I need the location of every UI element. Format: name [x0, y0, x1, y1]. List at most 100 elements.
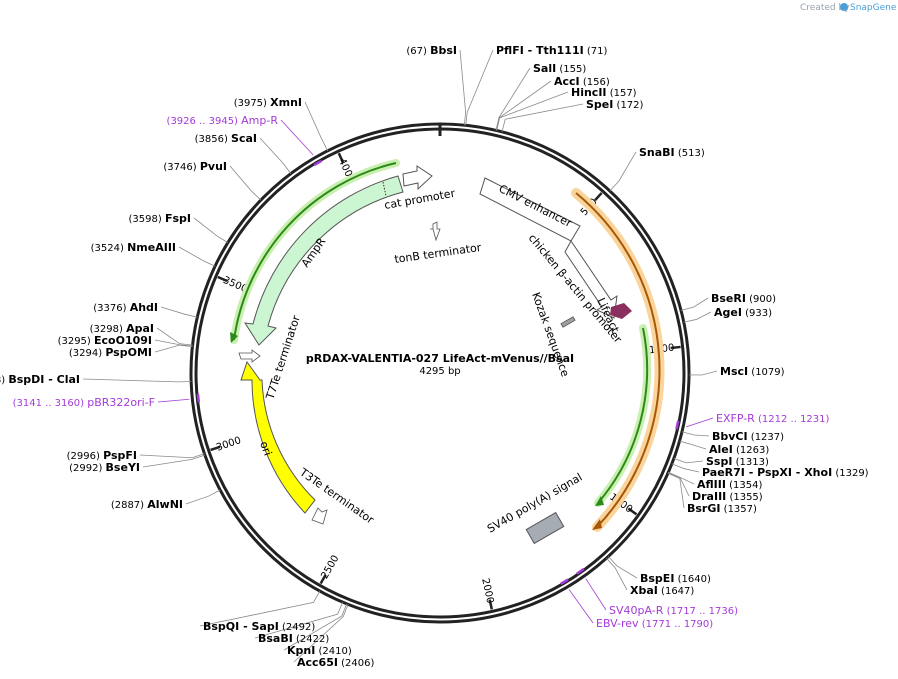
enzyme-leader — [304, 101, 329, 151]
enzyme-site[interactable]: (2992) BseYI — [69, 461, 140, 474]
primer-mark — [576, 567, 585, 575]
plasmid-name: pRDAX-VALENTIA-027 LifeAct-mVenus//BsaI — [306, 352, 574, 365]
primer-label: EBV-rev (1771 .. 1790) — [596, 617, 713, 630]
tick-mark — [670, 345, 681, 350]
primer-site[interactable]: SV40pA-R (1717 .. 1736) — [609, 604, 738, 617]
enzyme-label: BspQI - SapI (2492) — [203, 620, 315, 633]
enzyme-label: PflFI - Tth111I (71) — [496, 44, 608, 57]
enzyme-site[interactable]: (3294) PspOMI — [69, 346, 152, 359]
enzyme-label: (2996) PspFI — [67, 449, 137, 462]
credit-brand: SnapGene — [850, 3, 897, 13]
feature-chicken-beta-actin-promoter[interactable] — [564, 240, 618, 319]
enzyme-leader — [465, 49, 494, 126]
enzyme-site[interactable]: (3746) PvuI — [163, 160, 227, 173]
orf-ampr-arrowhead — [230, 332, 238, 343]
feature-sv40-polya[interactable] — [525, 511, 565, 545]
enzyme-site[interactable]: (2887) AlwNI — [111, 498, 183, 511]
feature-t7te-terminator[interactable] — [238, 349, 261, 363]
enzyme-site[interactable]: AleI (1263) — [709, 443, 769, 456]
enzyme-site[interactable]: SalI (155) — [533, 62, 586, 75]
enzyme-site[interactable]: SspI (1313) — [706, 455, 769, 468]
tick-mark — [210, 445, 221, 452]
enzyme-site[interactable]: PflFI - Tth111I (71) — [496, 44, 608, 57]
enzyme-label: BspEI (1640) — [640, 572, 711, 585]
enzyme-site[interactable]: (3524) NmeAIII — [91, 241, 176, 254]
enzyme-site[interactable]: BbvCI (1237) — [712, 430, 784, 443]
enzyme-site[interactable]: XbaI (1647) — [630, 584, 694, 597]
enzyme-label: (3294) PspOMI — [69, 346, 152, 359]
feature-t3te-terminator[interactable] — [311, 507, 328, 525]
enzyme-site[interactable]: KpnI (2410) — [287, 644, 352, 657]
enzyme-site[interactable]: MscI (1079) — [720, 365, 785, 378]
enzyme-site[interactable]: DraIII (1355) — [692, 490, 763, 503]
enzyme-label: (3524) NmeAIII — [91, 241, 176, 254]
enzyme-site[interactable]: HincII (157) — [571, 86, 637, 99]
enzyme-leader — [459, 49, 467, 126]
enzyme-site[interactable]: (3975) XmnI — [234, 96, 302, 109]
feature-ori[interactable] — [240, 360, 316, 514]
enzyme-label: SspI (1313) — [706, 455, 769, 468]
enzyme-label: BseRI (900) — [711, 292, 776, 305]
enzyme-label: MscI (1079) — [720, 365, 785, 378]
enzyme-label: (2887) AlwNI — [111, 498, 183, 511]
primer-site[interactable]: EBV-rev (1771 .. 1790) — [596, 617, 713, 630]
enzyme-site[interactable]: SpeI (172) — [586, 98, 644, 111]
enzyme-label: PaeR7I - PspXI - XhoI (1329) — [702, 466, 869, 479]
feature-lifeact[interactable] — [610, 303, 632, 319]
feature-ampr[interactable] — [244, 175, 404, 346]
enzyme-site[interactable]: (3598) FspI — [129, 212, 191, 225]
features — [238, 165, 632, 545]
tick-label: 2000 — [479, 577, 495, 604]
enzyme-site[interactable]: (3856) ScaI — [195, 132, 257, 145]
enzyme-site[interactable]: (2996) PspFI — [67, 449, 137, 462]
enzyme-label: XbaI (1647) — [630, 584, 694, 597]
enzyme-label: SnaBI (513) — [639, 146, 705, 159]
feature-cat-promoter[interactable] — [402, 165, 433, 191]
primer-site[interactable]: EXFP-R (1212 .. 1231) — [716, 412, 830, 425]
feature-tonb-terminator[interactable] — [430, 221, 441, 242]
primer-leader — [568, 589, 594, 624]
enzyme-site[interactable]: AccI (156) — [554, 75, 610, 88]
enzyme-label: AleI (1263) — [709, 443, 769, 456]
enzyme-site[interactable]: AflIII (1354) — [697, 478, 762, 491]
enzyme-site[interactable]: AgeI (933) — [714, 306, 772, 319]
enzyme-leader — [82, 378, 192, 383]
enzyme-site[interactable]: SnaBI (513) — [639, 146, 705, 159]
orf-orange-arrowhead — [592, 519, 602, 530]
enzyme-label: (2992) BseYI — [69, 461, 140, 474]
primer-site[interactable]: (3926 .. 3945) Amp-R — [167, 114, 279, 127]
enzyme-site[interactable]: BseRI (900) — [711, 292, 776, 305]
enzyme-site[interactable]: BspEI (1640) — [640, 572, 711, 585]
enzyme-site[interactable]: Acc65I (2406) — [297, 656, 374, 669]
enzyme-leader — [609, 151, 637, 192]
primer-label: EXFP-R (1212 .. 1231) — [716, 412, 830, 425]
enzyme-site[interactable]: BspQI - SapI (2492) — [203, 620, 315, 633]
enzyme-leader — [199, 590, 321, 627]
enzyme-label: (67) BbsI — [406, 44, 457, 57]
enzyme-leader — [154, 339, 193, 347]
enzyme-leader — [254, 602, 344, 639]
primer-mark — [196, 393, 201, 403]
primer-labels: (3926 .. 3945) Amp-R (3141 .. 3160) pBR32… — [13, 114, 830, 630]
enzyme-site[interactable]: (67) BbsI — [406, 44, 457, 57]
enzyme-site[interactable]: BsrGI (1357) — [687, 502, 757, 515]
orf-glows — [230, 159, 665, 532]
primer-site[interactable]: (3141 .. 3160) pBR322ori-F — [13, 396, 155, 409]
enzyme-site[interactable]: (3376) AhdI — [93, 301, 158, 314]
enzyme-site[interactable]: (3295) EcoO109I — [58, 334, 152, 347]
enzyme-leader — [667, 472, 685, 509]
enzyme-site[interactable]: PaeR7I - PspXI - XhoI (1329) — [702, 466, 869, 479]
feature-kozak-sequence[interactable] — [560, 316, 576, 328]
tick-label: 3000 — [215, 435, 243, 454]
tick-mark — [594, 192, 603, 202]
credit-text: Created by — [800, 3, 850, 13]
enzyme-leader — [283, 603, 348, 651]
enzyme-label: SalI (155) — [533, 62, 586, 75]
enzyme-site[interactable]: (3298) ApaI — [90, 322, 154, 335]
leader-lines — [82, 49, 718, 663]
enzyme-site[interactable]: (3198) BspDI - ClaI — [0, 373, 80, 386]
enzyme-leader — [608, 556, 638, 579]
enzyme-site[interactable]: BsaBI (2422) — [258, 632, 329, 645]
